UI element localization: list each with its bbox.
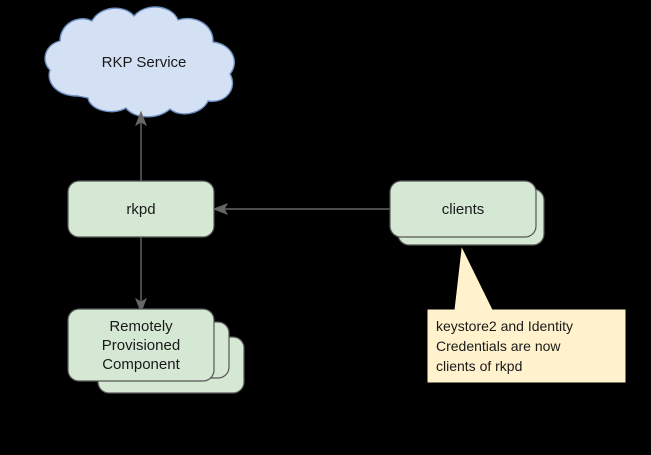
note-callout-shape[interactable] [427, 247, 626, 383]
node-rkp-service-cloud[interactable] [44, 6, 235, 118]
node-rkpd-box[interactable] [67, 180, 215, 238]
edge-rkpd-to-rpc [135, 237, 147, 314]
edge-rkpd-to-rkp-service [135, 110, 147, 181]
node-rpc-box[interactable] [67, 308, 215, 382]
node-clients-box[interactable] [389, 180, 537, 238]
edge-clients-to-rkpd [212, 203, 390, 215]
